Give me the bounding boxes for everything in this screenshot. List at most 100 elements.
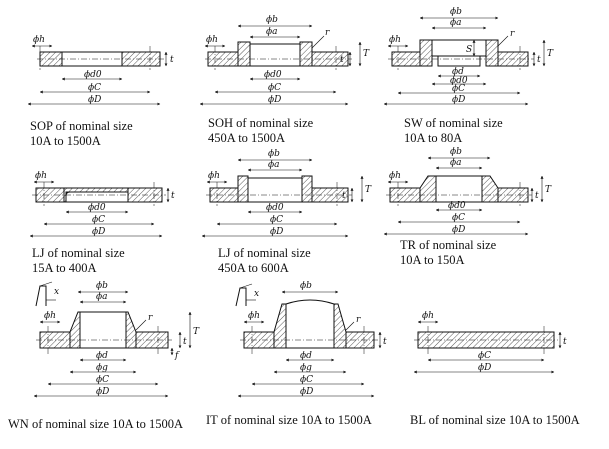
bl-dim-h: ϕh: [422, 311, 434, 321]
it-dim-g: ϕg: [300, 363, 312, 373]
sw-dim-t: t: [537, 55, 541, 65]
lj-large-dim-d: ϕD: [270, 227, 283, 237]
it-dim-t: t: [383, 337, 387, 347]
soh-dim-c: ϕC: [268, 83, 281, 93]
sw-dimensions: ϕh ϕb ϕa r S t T ϕd ϕd0 ϕC ϕD: [383, 7, 554, 106]
lj-small-flange-section: [32, 182, 166, 206]
sw-dim-a: ϕa: [450, 18, 462, 28]
lj-small-dimensions: ϕh t ϕd0 ϕC ϕD: [29, 171, 175, 238]
soh-dim-a: ϕa: [266, 27, 278, 37]
soh-flange-figure: ϕh ϕb ϕa r t T ϕd0 ϕC ϕD SOH of nominal …: [199, 15, 370, 145]
sw-dim-b: ϕb: [450, 7, 462, 17]
wn-dim-g: ϕg: [96, 363, 108, 373]
soh-dim-big-t: T: [363, 49, 370, 59]
lj-large-dimensions: ϕh ϕb ϕa t T ϕd0 ϕC ϕD: [201, 149, 372, 238]
soh-dim-d: ϕD: [268, 95, 281, 105]
lj-small-caption: LJ of nominal size 15A to 400A: [32, 246, 128, 275]
lj-small-dim-d: ϕD: [92, 227, 105, 237]
wn-weld-detail: [35, 281, 56, 307]
sop-dim-t: t: [170, 55, 174, 65]
sop-dim-c: ϕC: [88, 83, 101, 93]
lj-large-flange-section: [206, 175, 352, 206]
tr-dimensions: ϕh ϕb ϕa t T ϕd0 ϕC ϕD: [383, 147, 552, 236]
soh-caption: SOH of nominal size 450A to 1500A: [208, 116, 316, 145]
lj-large-dim-big-t: T: [365, 185, 372, 195]
tr-dim-h: ϕh: [389, 171, 401, 181]
lj-large-dim-t: t: [342, 191, 346, 201]
bl-dimensions: ϕh t ϕC ϕD: [413, 311, 567, 374]
lj-small-dim-h: ϕh: [35, 171, 47, 181]
lj-small-flange-figure: ϕh t ϕd0 ϕC ϕD LJ of nominal size 15A to…: [29, 171, 175, 275]
sop-dim-d0: ϕd0: [84, 70, 102, 80]
wn-dim-c: ϕC: [96, 375, 109, 385]
it-weld-detail: [235, 283, 256, 307]
lj-large-dim-d0: ϕd0: [266, 203, 284, 213]
wn-dim-big-t: T: [193, 327, 200, 337]
lj-large-dim-b: ϕb: [268, 149, 280, 159]
wn-dim-t: t: [183, 337, 187, 347]
sop-dimensions: ϕh t ϕd0 ϕC ϕD: [27, 35, 174, 106]
sop-caption: SOP of nominal size 10A to 1500A: [30, 119, 136, 148]
sw-dim-h: ϕh: [389, 35, 401, 45]
soh-dimensions: ϕh ϕb ϕa r t T ϕd0 ϕC ϕD: [199, 15, 370, 106]
tr-flange-figure: ϕh ϕb ϕa t T ϕd0 ϕC ϕD TR of nominal siz…: [383, 147, 552, 267]
wn-dimensions: x ϕh ϕb ϕa r T t f ϕd ϕg ϕC ϕD: [33, 281, 200, 398]
lj-large-caption: LJ of nominal size 450A to 600A: [218, 246, 314, 275]
soh-dim-b: ϕb: [266, 15, 278, 25]
lj-small-dim-d0: ϕd0: [88, 203, 106, 213]
wn-dim-b: ϕb: [96, 281, 108, 291]
bl-flange-figure: ϕh t ϕC ϕD BL of nominal size 10A to 150…: [410, 311, 580, 427]
wn-dim-r: r: [148, 313, 153, 323]
tr-dim-d0: ϕd0: [448, 201, 466, 211]
it-dim-r: r: [356, 315, 361, 325]
sw-dim-r: r: [510, 29, 515, 39]
sw-dim-d0: ϕd0: [450, 76, 468, 86]
bl-caption: BL of nominal size 10A to 1500A: [410, 413, 580, 427]
it-flange-figure: x ϕh ϕb r t ϕd ϕg ϕC ϕD IT of nominal si…: [206, 281, 387, 427]
sw-flange-section: [388, 39, 534, 70]
tr-dim-d: ϕD: [452, 225, 465, 235]
tr-flange-section: [386, 175, 532, 206]
lj-small-dim-t: t: [171, 191, 175, 201]
sw-dim-d: ϕd: [452, 67, 464, 77]
wn-dim-h: ϕh: [44, 311, 56, 321]
tr-dim-big-t: T: [545, 185, 552, 195]
lj-large-dim-h: ϕh: [208, 171, 220, 181]
lj-large-dim-c: ϕC: [270, 215, 283, 225]
soh-dim-d0: ϕd0: [264, 70, 282, 80]
soh-dim-r: r: [325, 28, 330, 38]
it-dim-big-d: ϕD: [300, 387, 313, 397]
tr-dim-t: t: [535, 191, 539, 201]
it-dim-h: ϕh: [248, 311, 260, 321]
it-dimensions: x ϕh ϕb r t ϕd ϕg ϕC ϕD: [237, 281, 387, 398]
lj-small-dim-c: ϕC: [92, 215, 105, 225]
it-dim-x: x: [254, 289, 259, 299]
it-dim-d: ϕd: [300, 351, 312, 361]
sw-flange-figure: ϕh ϕb ϕa r S t T ϕd ϕd0 ϕC ϕD SW of nomi…: [383, 7, 554, 145]
wn-dim-d: ϕd: [96, 351, 108, 361]
it-dim-c: ϕC: [300, 375, 313, 385]
wn-flange-section: [36, 311, 172, 354]
tr-caption: TR of nominal size 10A to 150A: [400, 238, 499, 267]
tr-dim-b: ϕb: [450, 147, 462, 157]
lj-large-dim-a: ϕa: [268, 160, 280, 170]
bl-dim-c: ϕC: [478, 351, 491, 361]
sop-flange-section: [37, 46, 165, 70]
wn-dim-big-d: ϕD: [96, 387, 109, 397]
soh-flange-section: [205, 41, 352, 70]
sw-dim-c: ϕC: [452, 84, 465, 94]
wn-dim-f: f: [174, 351, 180, 361]
sop-dim-h: ϕh: [33, 35, 45, 45]
sop-flange-figure: ϕh t ϕd0 ϕC ϕD SOP of nominal size 10A t…: [27, 35, 174, 148]
soh-dim-h: ϕh: [206, 35, 218, 45]
wn-dim-x: x: [54, 287, 59, 297]
tr-dim-c: ϕC: [452, 213, 465, 223]
wn-flange-figure: x ϕh ϕb ϕa r T t f ϕd ϕg ϕC ϕD WN of nom…: [8, 281, 200, 431]
bl-dim-t: t: [563, 337, 567, 347]
sop-dim-d: ϕD: [88, 95, 101, 105]
it-dim-b: ϕb: [300, 281, 312, 291]
sw-dim-s: S: [466, 45, 472, 55]
lj-large-flange-figure: ϕh ϕb ϕa t T ϕd0 ϕC ϕD LJ of nominal siz…: [201, 149, 372, 275]
sw-caption: SW of nominal size 10A to 80A: [404, 116, 506, 145]
